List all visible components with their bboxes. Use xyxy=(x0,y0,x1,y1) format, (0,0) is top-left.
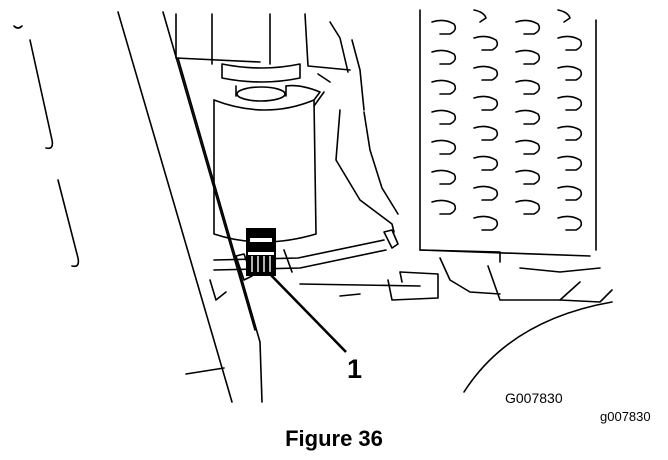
lower-engine-parts xyxy=(439,257,613,393)
drawing-code: G007830 xyxy=(505,390,563,406)
frame-panel xyxy=(117,11,263,403)
file-code: g007830 xyxy=(600,409,651,424)
callout-number: 1 xyxy=(347,354,363,384)
left-frame-hooks xyxy=(13,25,80,268)
bracket xyxy=(387,271,439,301)
callout-leader-line xyxy=(265,269,347,353)
engine-block xyxy=(175,13,399,233)
cooling-fins xyxy=(419,9,597,263)
fuel-line xyxy=(209,229,421,301)
figure-caption: Figure 36 xyxy=(285,426,383,451)
fuel-filter xyxy=(213,63,325,253)
fuel-filter-drain-valve xyxy=(246,228,276,276)
